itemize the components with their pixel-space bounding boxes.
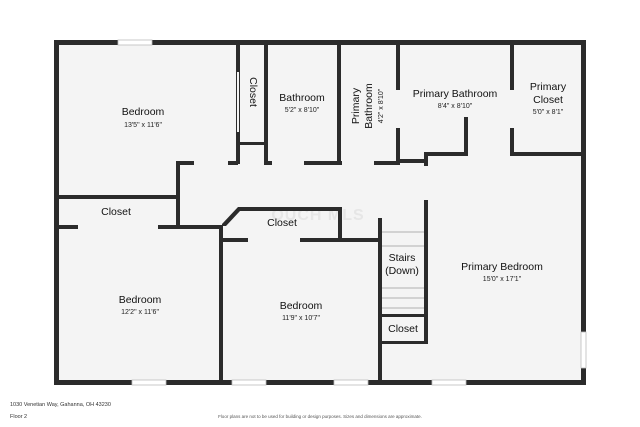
room-primary-bath-small: Primary Bathroom 4'2" x 8'10" [350, 83, 385, 129]
room-bathroom: Bathroom 5'2" x 8'10" [279, 92, 325, 114]
room-dims: 8'4" x 8'10" [438, 103, 473, 110]
door-openings [78, 72, 514, 242]
room-name: Primary Bedroom [461, 261, 543, 273]
room-bedroom-sw: Bedroom 12'2" x 11'6" [119, 294, 162, 316]
room-closet-top: Closet [247, 77, 259, 107]
room-name: Closet [388, 323, 418, 335]
room-name: Closet [101, 206, 131, 218]
room-primary-bedroom: Primary Bedroom 15'0" x 17'1" [461, 261, 543, 283]
room-stairs: Stairs (Down) [385, 252, 419, 277]
room-bedroom-s: Bedroom 11'9" x 10'7" [280, 300, 323, 322]
room-dims: 13'5" x 11'6" [124, 122, 162, 129]
room-name: Closet [267, 217, 297, 229]
room-name: Bedroom [119, 294, 162, 306]
room-primary-bath: Primary Bathroom 8'4" x 8'10" [413, 88, 498, 110]
room-name: Bedroom [122, 106, 165, 118]
room-name-line2: Bathroom [363, 83, 375, 129]
room-dims: 4'2" x 8'10" [378, 88, 385, 123]
room-primary-closet: Primary Closet 5'0" x 8'1" [530, 81, 567, 116]
room-dims: 5'0" x 8'1" [533, 109, 564, 116]
room-name-line2: (Down) [385, 265, 419, 277]
room-closet-left: Closet [101, 206, 131, 218]
room-name: Primary Bathroom [413, 88, 498, 100]
room-name: Closet [247, 77, 259, 107]
room-bedroom-nw: Bedroom 13'5" x 11'6" [122, 106, 165, 129]
room-name: Bedroom [280, 300, 323, 312]
floor-label: Floor 2 [10, 414, 28, 420]
room-closet-mid: Closet [267, 217, 297, 229]
room-dims: 12'2" x 11'6" [121, 309, 159, 316]
room-name-line2: Closet [533, 94, 563, 106]
disclaimer: Floor plans are not to be used for build… [218, 414, 422, 419]
room-name-line1: Primary [350, 87, 362, 124]
room-dims: 15'0" x 17'1" [483, 276, 522, 283]
room-dims: 11'9" x 10'7" [282, 315, 320, 322]
stairs-treads [382, 231, 424, 309]
room-name: Bathroom [279, 92, 325, 104]
room-name-line1: Stairs [389, 252, 416, 264]
windows [117, 39, 587, 386]
room-dims: 5'2" x 8'10" [285, 107, 320, 114]
room-name-line1: Primary [530, 81, 567, 93]
address: 1030 Venetian Way, Gahanna, OH 43230 [10, 402, 111, 408]
room-closet-br: Closet [388, 323, 418, 335]
floor-area [56, 42, 584, 383]
